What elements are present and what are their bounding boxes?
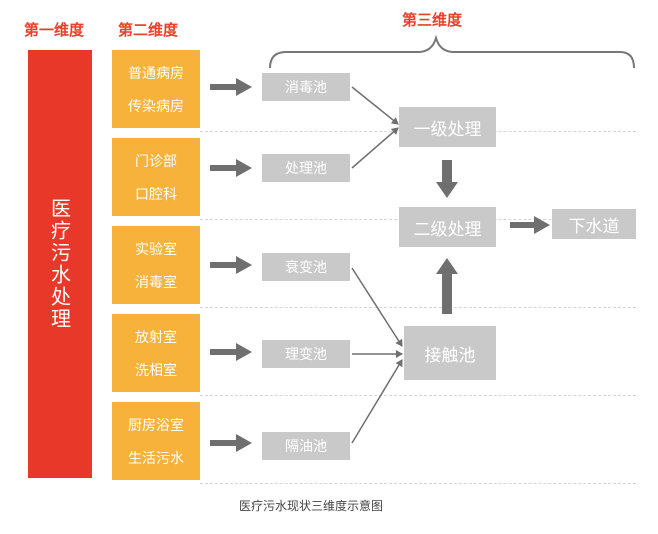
source-box-wards: 普通病房 传染病房 xyxy=(112,50,200,128)
connector-line xyxy=(351,86,399,125)
row-divider xyxy=(200,307,636,308)
arrow-right-icon xyxy=(210,78,252,96)
arrow-up-icon xyxy=(436,258,458,314)
stage-primary: 一级处理 xyxy=(399,107,496,147)
pond-treatment: 处理池 xyxy=(262,154,350,182)
connector-line xyxy=(351,359,403,444)
arrow-down-icon xyxy=(436,160,458,198)
row-divider xyxy=(200,483,636,484)
source-label: 洗相室 xyxy=(135,362,177,379)
pond-decay: 衰变池 xyxy=(262,253,350,281)
source-label: 实验室 xyxy=(135,241,177,258)
source-box-lab: 实验室 消毒室 xyxy=(112,226,200,304)
dimension-1-header: 第一维度 xyxy=(24,21,85,39)
source-box-kitchen: 厨房浴室 生活污水 xyxy=(112,402,200,480)
medical-wastewater-column: 医疗污水处理 xyxy=(28,50,92,478)
stage-sewer: 下水道 xyxy=(552,209,636,239)
pond-physical: 理变池 xyxy=(262,340,350,368)
dimension-2-header: 第二维度 xyxy=(118,21,179,39)
arrow-right-icon xyxy=(210,343,252,361)
pond-disinfection: 消毒池 xyxy=(262,73,350,101)
medical-wastewater-label: 医疗污水处理 xyxy=(47,198,72,330)
stage-secondary: 二级处理 xyxy=(399,207,496,247)
source-label: 消毒室 xyxy=(135,274,177,291)
pond-grease: 隔油池 xyxy=(262,432,350,460)
dimension-3-header: 第三维度 xyxy=(402,11,463,29)
arrow-right-icon xyxy=(210,256,252,274)
row-divider xyxy=(200,395,636,396)
source-label: 普通病房 xyxy=(128,65,184,82)
source-box-radiology: 放射室 洗相室 xyxy=(112,314,200,392)
source-label: 门诊部 xyxy=(135,153,177,170)
arrow-right-icon xyxy=(510,216,550,234)
connector-line xyxy=(351,127,399,169)
source-label: 传染病房 xyxy=(128,98,184,115)
figure-caption: 医疗污水现状三维度示意图 xyxy=(239,499,384,513)
source-label: 口腔科 xyxy=(135,186,177,203)
source-label: 厨房浴室 xyxy=(128,417,184,434)
source-label: 生活污水 xyxy=(128,450,184,467)
connector-line xyxy=(351,267,403,347)
source-label: 放射室 xyxy=(135,329,177,346)
arrow-right-icon xyxy=(210,159,252,177)
arrow-right-icon xyxy=(210,434,252,452)
stage-contact: 接触池 xyxy=(404,326,496,380)
dimension-3-bracket xyxy=(269,34,635,69)
source-box-outpatient: 门诊部 口腔科 xyxy=(112,138,200,216)
